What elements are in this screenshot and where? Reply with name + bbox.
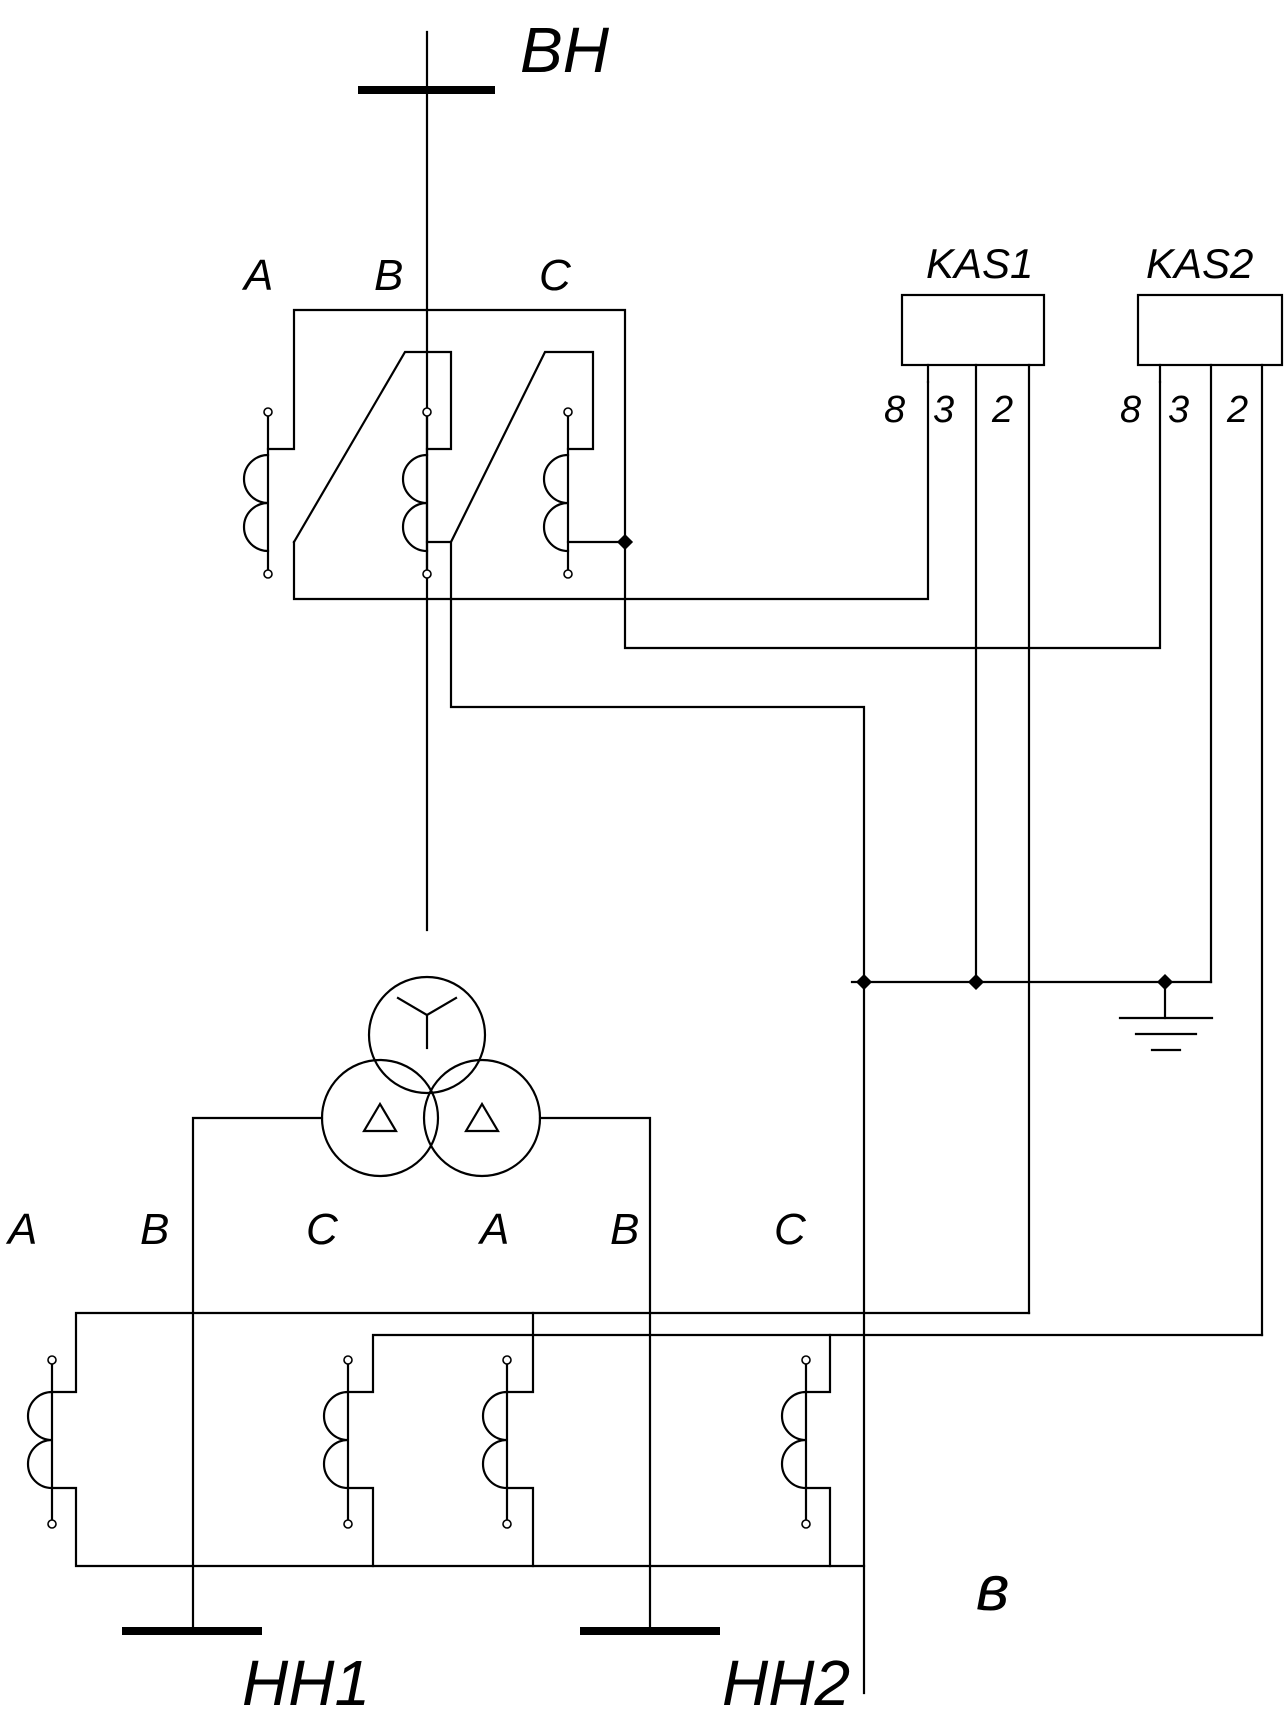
delta-winding-2-symbol — [464, 1101, 500, 1133]
relay-kas2-pin-8: 8 — [1120, 389, 1141, 431]
lv-ct4-return — [804, 1486, 832, 1568]
relay-kas1: KAS1 8 3 2 — [884, 240, 1046, 1315]
lv1-phase-a-label: A — [5, 1205, 37, 1254]
hv-ct-c-coil — [542, 407, 573, 579]
lv2-bus-label: НН2 — [722, 1647, 850, 1719]
hv-phase-c-label: C — [539, 251, 572, 300]
hv-current-transformers — [242, 308, 1162, 1695]
figure-letter: в — [976, 1552, 1009, 1624]
star-winding-symbol — [396, 996, 458, 1050]
power-transformer-icon — [320, 975, 542, 1178]
hv-delta-ab-wire — [292, 380, 930, 601]
relay-kas2-pin-3: 3 — [1168, 389, 1189, 431]
lv2-conductor — [538, 1116, 652, 1632]
lv2-phase-a-label: A — [477, 1205, 509, 1254]
hv-delta-diag-1 — [292, 350, 453, 544]
lv-ct4-to-kas2 — [804, 1333, 832, 1394]
hv-ct-b-coil — [401, 407, 432, 579]
relay-kas2-name: KAS2 — [1146, 240, 1253, 287]
hv-delta-bc-wire — [425, 350, 595, 544]
relay-kas2-pin-2: 2 — [1226, 389, 1248, 431]
hv-delta-top-wire — [266, 308, 627, 544]
lv-ct-2-coil — [322, 1355, 353, 1529]
lv1-conductor — [191, 1116, 324, 1632]
relay-kas1-pin-3: 3 — [933, 389, 954, 431]
relay-kas1-name: KAS1 — [926, 240, 1033, 287]
lv-ct-3-coil — [481, 1355, 512, 1529]
relay-kas2: KAS2 8 3 2 — [1120, 240, 1284, 1337]
lv-ct3-to-kas1 — [505, 1311, 535, 1394]
lv-return-wire — [50, 1486, 866, 1568]
lv1-phase-b-label: B — [140, 1205, 169, 1254]
relay-kas1-pin-2: 2 — [991, 389, 1013, 431]
lv1-bus-label: НН1 — [242, 1647, 370, 1719]
ground-icon — [1118, 980, 1214, 1052]
lv-kas2-wire — [346, 1333, 1264, 1394]
relay-kas1-pin-8: 8 — [884, 389, 905, 431]
hv-phase-b-label: B — [374, 251, 403, 300]
neutral-bus — [850, 973, 1213, 991]
hv-to-kas2-wire — [623, 380, 1162, 650]
hv-b-to-ground-wire — [449, 540, 866, 1695]
lv-ct2-return — [346, 1486, 375, 1568]
lv-kas1-wire — [50, 1311, 1031, 1394]
hv-bus-label: ВН — [520, 14, 610, 86]
lv2-phase-b-label: B — [610, 1205, 639, 1254]
delta-winding-1-symbol — [362, 1101, 398, 1133]
lv1-phase-c-label: C — [306, 1205, 339, 1254]
hv-ct-a-coil — [242, 407, 273, 579]
lv-current-transformers — [26, 1311, 1264, 1568]
lv-ct-4-coil — [780, 1355, 811, 1529]
lv-ct-1-coil — [26, 1355, 57, 1529]
hv-phase-a-label: A — [241, 251, 273, 300]
lv2-phase-c-label: C — [774, 1205, 807, 1254]
lv-ct3-return — [505, 1486, 535, 1568]
